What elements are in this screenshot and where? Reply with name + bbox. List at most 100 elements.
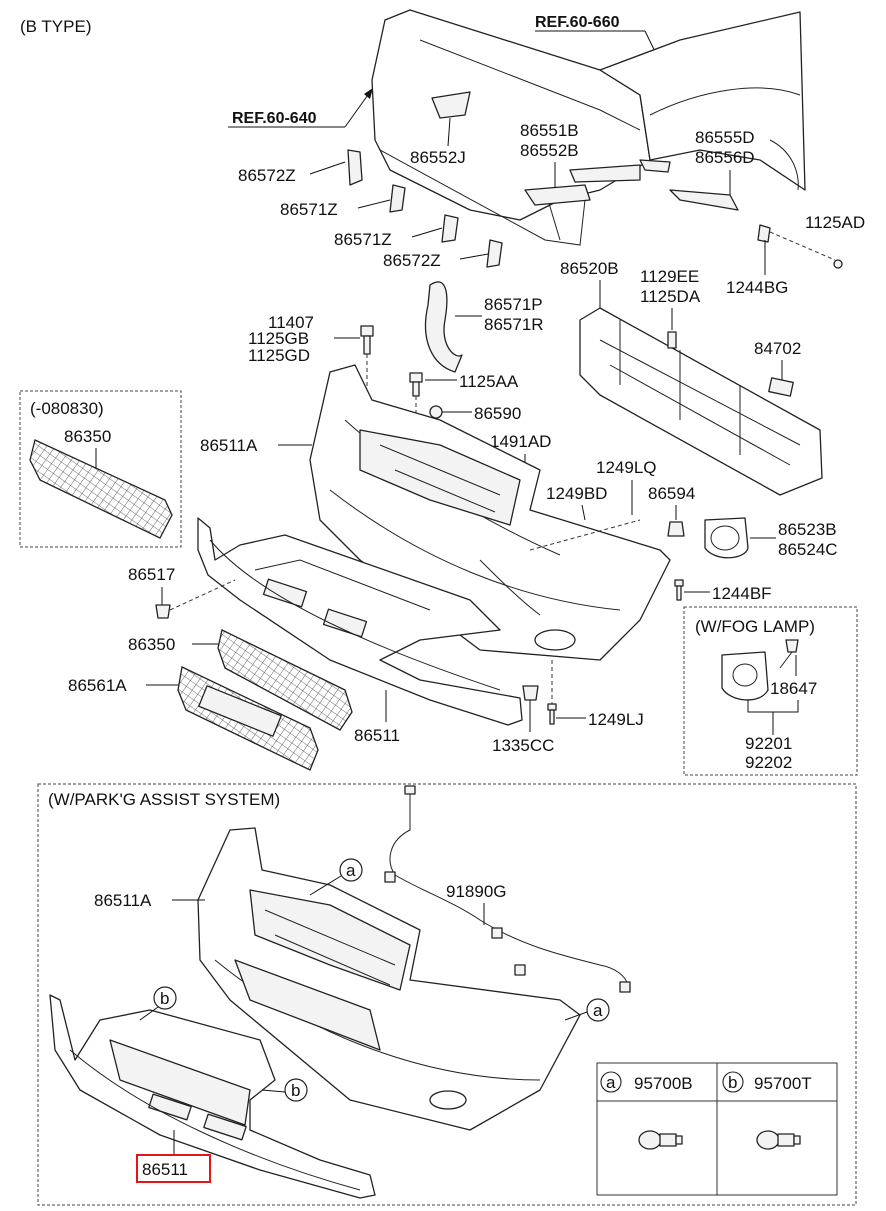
leader-line [411,227,443,238]
bolt-icon [360,325,374,355]
legend-b-code: 95700T [754,1074,812,1093]
part-86590-label: 86590 [474,404,521,423]
part-91890g-label: 91890G [446,882,507,901]
ref-arrow-icon [364,88,373,99]
callout-b-marker [284,1078,308,1102]
clip-icon [155,604,171,619]
sensor-icon [638,1130,683,1150]
callout-a-text: a [346,861,356,880]
lower-bumper-86511 [197,517,523,726]
part-84702-label: 84702 [754,339,801,358]
ref-leader [344,91,371,128]
variant-box [19,390,182,548]
park-assist-box-title: (W/PARK'G ASSIST SYSTEM) [48,790,280,809]
part-86552j-label: 86552J [410,148,466,167]
part-1491ad-label: 1491AD [490,432,551,451]
part-86551b-label: 86551B [520,121,579,140]
leader-line [309,875,342,896]
nut-icon [667,521,685,537]
part-1125ad-label: 1125AD [805,213,865,232]
vehicle-front-structure [347,9,843,269]
fog-lamp-box-title: (W/FOG LAMP) [695,617,815,636]
leader-line [309,161,346,175]
park-assist-box [37,783,857,1206]
dashed-leader [169,579,236,611]
screw-icon [674,579,684,601]
ref-60-660: REF.60-660 [535,14,620,31]
part-1129ee-label: 1129EE [640,267,699,286]
part-18647-label: 18647 [770,679,817,698]
part-86572z-label: 86572Z [238,166,296,185]
callout-b-marker [153,986,177,1010]
part-86520b-label: 86520B [560,259,619,278]
part-86350-label: 86350 [128,635,175,654]
part-92202-label: 92202 [745,753,792,772]
part-86523b-label: 86523B [778,520,837,539]
leader-line [447,117,451,147]
callout-a-marker [339,858,363,882]
part-86511-highlighted-label[interactable]: 86511 [142,1160,188,1179]
bolt-icon [409,372,423,397]
legend-a-code: 95700B [634,1074,693,1093]
part-92201-label: 92201 [745,734,792,753]
variant-box-title: (-080830) [30,399,104,418]
sensor-icon [756,1130,801,1150]
sensor-legend-table: a 95700B b 95700T [596,1062,838,1196]
wiring-harness-91890g [384,785,631,993]
fog-bezel-86523b [704,517,749,559]
part-1249lj-label: 1249LJ [588,710,644,729]
part-1125aa-label: 1125AA [459,372,519,391]
callout-b-text: b [291,1081,300,1100]
part-1244bf-label: 1244BF [712,584,772,603]
diagram-type-label: (B TYPE) [20,17,91,36]
part-86594-label: 86594 [648,484,695,503]
part-1335cc-label: 1335CC [492,736,554,755]
ref-60-640: REF.60-640 [232,110,317,127]
lower-bumper-86511-park [49,994,376,1199]
leader-line [581,504,586,521]
leader-line [564,1011,588,1021]
part-86571r-label: 86571R [484,315,544,334]
callout-b-text: b [160,989,169,1008]
highlight-box [136,1154,211,1183]
part-1125gd-label: 1125GD [248,346,310,365]
part-86511a-label: 86511A [200,436,258,455]
leader-line [261,1089,286,1093]
legend-b-marker: b [728,1073,737,1092]
grille-mesh-86350 [29,439,173,539]
part-11407-label: 11407 [268,313,314,332]
nut-icon [522,685,539,701]
bracket-86571p [424,281,463,373]
part-86511a-label: 86511A [94,891,152,910]
leader-line [747,700,799,735]
part-86524c-label: 86524C [778,540,838,559]
part-86571z-label: 86571Z [334,230,392,249]
part-86571z-label: 86571Z [280,200,338,219]
legend-a-marker: a [606,1073,616,1092]
dashed-leader [529,519,641,551]
part-86571p-label: 86571P [484,295,543,314]
part-1125gb-label: 1125GB [248,329,309,348]
dashed-leader [769,231,836,261]
part-86556d-label: 86556D [695,148,755,167]
energy-absorber-86520b [579,307,823,496]
license-plate-area [198,685,282,737]
fog-lamp-icon [721,639,799,701]
part-86350-label: 86350 [64,427,111,446]
part-1244bg-label: 1244BG [726,278,788,297]
leader-line [459,253,489,260]
leader-line [139,1006,159,1021]
callout-a-text: a [593,1001,603,1020]
part-1249lq-label: 1249LQ [596,458,657,477]
screw-icon [547,703,557,725]
grille-mesh-86350 [217,629,353,731]
part-86517-label: 86517 [128,565,175,584]
part-1125da-label: 1125DA [640,287,701,306]
leader-line [357,199,391,209]
part-86572z-label: 86572Z [383,251,441,270]
fog-lamp-box [683,606,858,776]
callout-a-marker [586,998,610,1022]
part-1249bd-label: 1249BD [546,484,607,503]
part-86555d-label: 86555D [695,128,755,147]
